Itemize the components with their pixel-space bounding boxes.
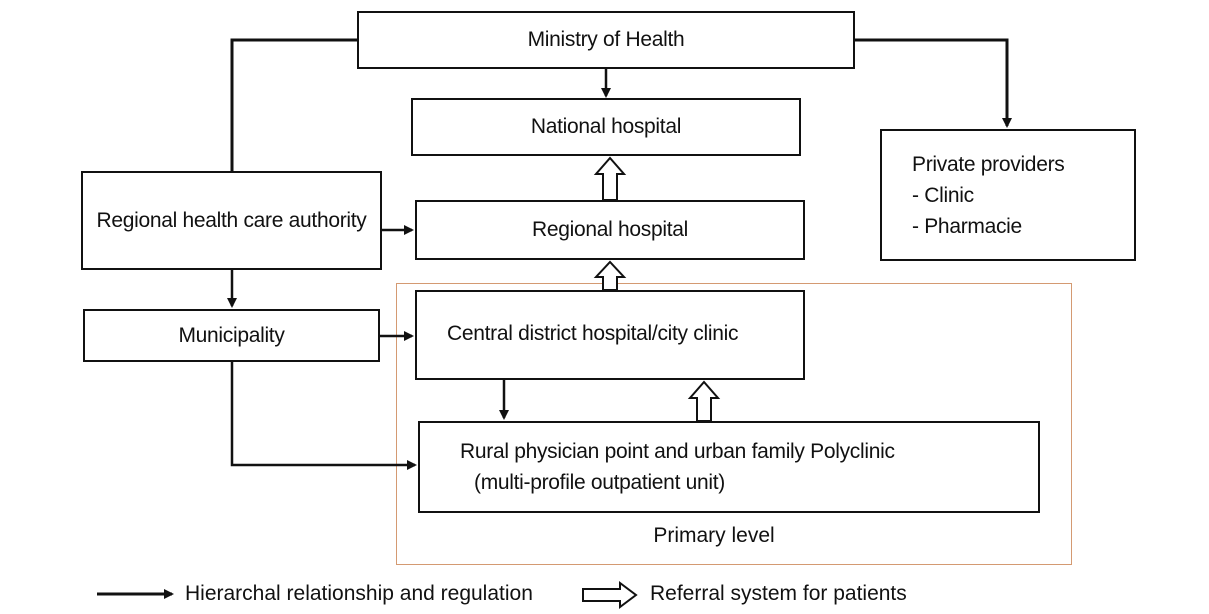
private-providers-box: Private providers - Clinic - Pharmacie (880, 129, 1136, 261)
legend-hollow-arrow (582, 581, 638, 609)
ministry-of-health-label: Ministry of Health (527, 28, 685, 51)
private-providers-item-pharmacie: - Pharmacie (912, 214, 1022, 238)
national-hospital-label: National hospital (530, 115, 682, 138)
private-providers-item-clinic: - Clinic (912, 183, 974, 207)
legend-solid-label: Hierarchal relationship and regulation (185, 582, 533, 605)
rural-physician-line2: (multi-profile outpatient unit) (474, 471, 725, 494)
rural-physician-line1: Rural physician point and urban family P… (460, 440, 895, 463)
municipality-box: Municipality (83, 309, 380, 362)
line-ministry-to-regional-authority (230, 38, 357, 171)
national-hospital-box: National hospital (411, 98, 801, 156)
arrow-municipality-to-rural (230, 362, 417, 470)
legend-hollow-label: Referral system for patients (650, 582, 907, 605)
arrow-ministry-to-private (855, 38, 1012, 128)
referral-arrow-regional-to-national (593, 156, 627, 201)
regional-authority-box: Regional health care authority (81, 171, 382, 270)
referral-arrow-central-to-regional (593, 260, 627, 291)
ministry-of-health-box: Ministry of Health (357, 11, 855, 69)
regional-hospital-box: Regional hospital (415, 200, 805, 260)
regional-authority-label: Regional health care authority (96, 208, 367, 232)
central-district-box: Central district hospital/city clinic (415, 290, 805, 380)
private-providers-title: Private providers (912, 152, 1065, 176)
primary-level-frame (396, 283, 1072, 565)
referral-arrow-rural-to-central (687, 380, 721, 422)
rural-physician-box: Rural physician point and urban family P… (418, 421, 1040, 513)
central-district-label: Central district hospital/city clinic (447, 322, 739, 345)
municipality-label: Municipality (178, 323, 285, 347)
primary-level-label: Primary level (653, 524, 775, 547)
regional-hospital-label: Regional hospital (531, 218, 688, 241)
